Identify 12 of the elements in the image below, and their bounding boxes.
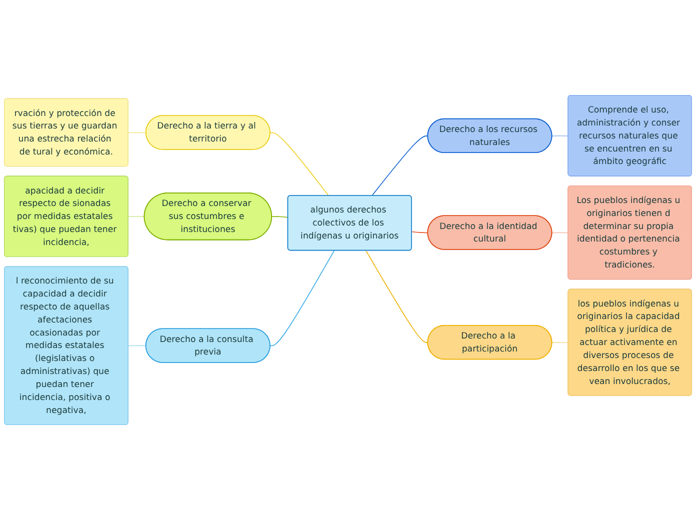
connector [552,135,569,136]
connector [271,216,288,218]
connector [372,136,428,196]
connector [366,250,428,343]
connector [552,232,569,234]
connector [270,250,335,346]
connector [128,345,146,346]
connector [552,342,569,343]
connector [128,132,146,134]
connector [270,132,330,196]
connector [411,231,428,234]
connector [128,216,145,218]
